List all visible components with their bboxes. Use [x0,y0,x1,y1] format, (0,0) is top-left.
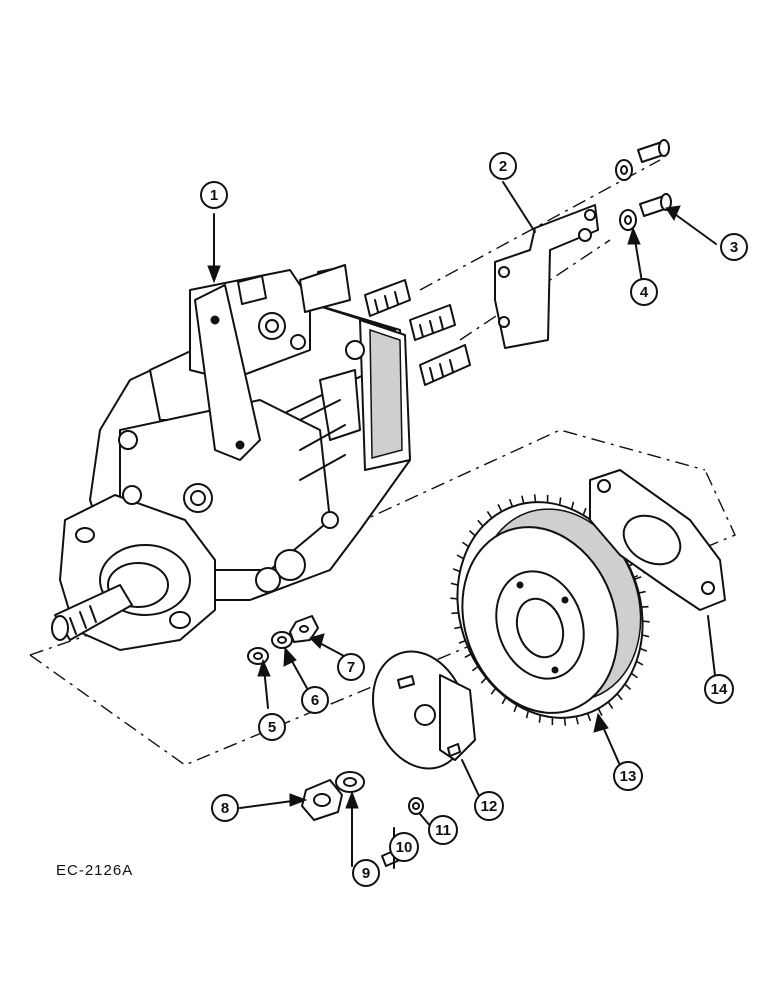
callout-2: 2 [489,152,517,180]
callout-13: 13 [613,761,643,791]
callout-8: 8 [211,794,239,822]
gear-tooth [497,504,503,512]
callout-5: 5 [258,713,286,741]
callout-11: 11 [428,815,458,845]
bolts-3 [637,139,672,217]
gear-tooth [456,554,464,560]
svg-text:9: 9 [362,865,370,882]
gear-tooth [642,620,650,623]
gear-tooth [450,582,459,586]
gear-tooth [486,511,493,519]
gear-tooth [538,714,542,723]
gear-tooth [563,717,567,726]
svg-text:11: 11 [435,822,451,839]
svg-text:4: 4 [640,284,649,301]
gear-tooth [634,576,642,580]
callout-12: 12 [474,791,504,821]
gear-tooth [570,501,575,510]
gear-tooth [597,708,603,716]
gear-tooth [458,640,466,644]
gear-tooth [468,529,476,537]
gear-tooth [501,696,507,705]
gear-tooth [638,590,646,594]
svg-text:13: 13 [620,768,637,785]
svg-text:3: 3 [730,239,738,256]
gear-tooth [533,494,537,503]
svg-text:10: 10 [396,839,413,856]
callout-9: 9 [352,859,380,887]
hardware-5-6-7 [247,615,319,665]
gear-tooth [630,672,638,679]
callout-7: 7 [337,653,365,681]
gear-tooth [636,660,644,666]
gear-tooth [525,710,530,719]
drive-hub [371,650,476,770]
gear-tooth [639,647,648,652]
gear-tooth [586,713,592,722]
svg-text:5: 5 [268,719,276,736]
gear-tooth [490,687,497,695]
svg-text:14: 14 [711,681,728,698]
callout-markers: 1 2 3 4 5 6 7 8 [200,152,748,887]
gear-tooth [450,597,458,600]
svg-text:7: 7 [347,659,355,676]
svg-text:12: 12 [481,798,498,815]
gear-tooth [641,634,650,638]
gear-tooth [616,693,623,701]
callout-1: 1 [200,181,228,209]
svg-text:8: 8 [221,800,229,817]
callout-6: 6 [301,686,329,714]
figure-code: EC-2126A [56,862,134,879]
leader-lines [207,181,717,869]
callout-3: 3 [720,233,748,261]
washers-4 [615,159,637,231]
svg-text:6: 6 [311,692,319,709]
gear-tooth [607,701,614,709]
callout-4: 4 [630,278,658,306]
gasket [589,469,726,611]
gear-tooth [471,665,479,672]
callout-10: 10 [389,832,419,862]
gear-tooth [462,541,470,548]
callout-14: 14 [704,674,734,704]
gear-tooth [513,704,518,713]
svg-text:2: 2 [499,158,507,175]
support-bracket [494,204,599,349]
gear-tooth [558,497,562,506]
gear-tooth [454,626,462,630]
gear-tooth [452,568,461,573]
gear-tooth [582,507,587,516]
gear-tooth [477,519,484,527]
gear-tooth [480,677,487,684]
injection-pump [51,264,471,651]
gear-tooth [508,498,514,507]
gear-tooth [464,653,472,659]
gear-tooth [624,683,632,691]
svg-text:1: 1 [210,187,218,204]
drive-gear [450,494,650,726]
gear-tooth [575,716,579,725]
gear-tooth [521,495,525,504]
